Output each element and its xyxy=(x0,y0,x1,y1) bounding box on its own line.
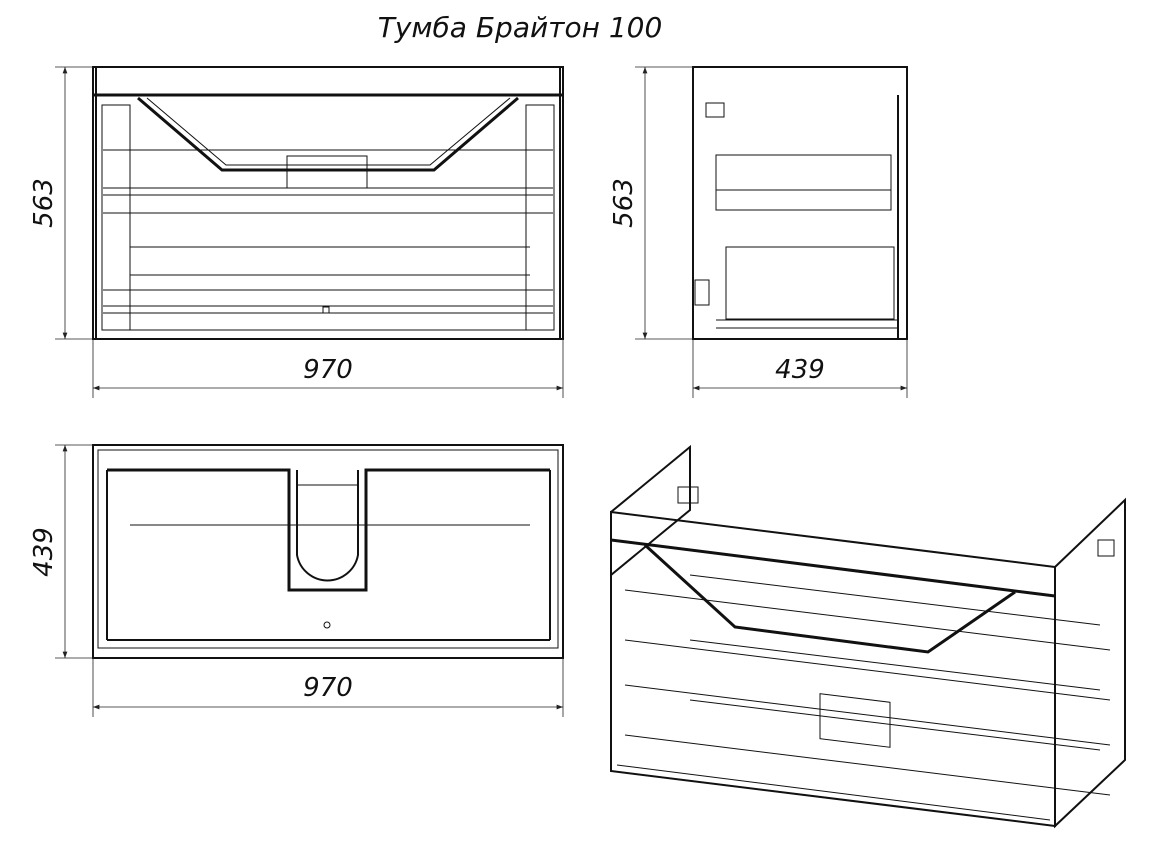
side-depth-dimension: 439 xyxy=(692,339,908,398)
side-height-label: 563 xyxy=(609,178,639,228)
front-outline xyxy=(92,66,564,340)
top-depth-dimension: 439 xyxy=(29,444,93,659)
front-width-label: 970 xyxy=(303,355,353,385)
top-width-dimension: 970 xyxy=(92,658,564,717)
front-height-label: 563 xyxy=(29,178,59,228)
top-depth-label: 439 xyxy=(29,527,59,577)
drawing-title: Тумба Брайтон 100 xyxy=(378,11,663,44)
iso-front-frame xyxy=(610,510,1056,828)
side-view xyxy=(692,66,908,340)
side-outline xyxy=(692,66,908,340)
front-height-dimension: 563 xyxy=(29,66,93,340)
iso-left-panel xyxy=(610,444,691,578)
top-view xyxy=(92,444,564,659)
front-view xyxy=(92,66,564,340)
front-sink-outline xyxy=(137,96,519,172)
top-width-label: 970 xyxy=(303,673,353,703)
front-width-dimension: 970 xyxy=(92,339,564,398)
top-siphon-cutout xyxy=(296,470,359,582)
isometric-view xyxy=(610,444,1126,829)
side-depth-label: 439 xyxy=(775,355,825,385)
top-outline xyxy=(92,444,564,659)
side-height-dimension: 563 xyxy=(609,66,693,340)
iso-sink-outline xyxy=(643,543,1016,654)
